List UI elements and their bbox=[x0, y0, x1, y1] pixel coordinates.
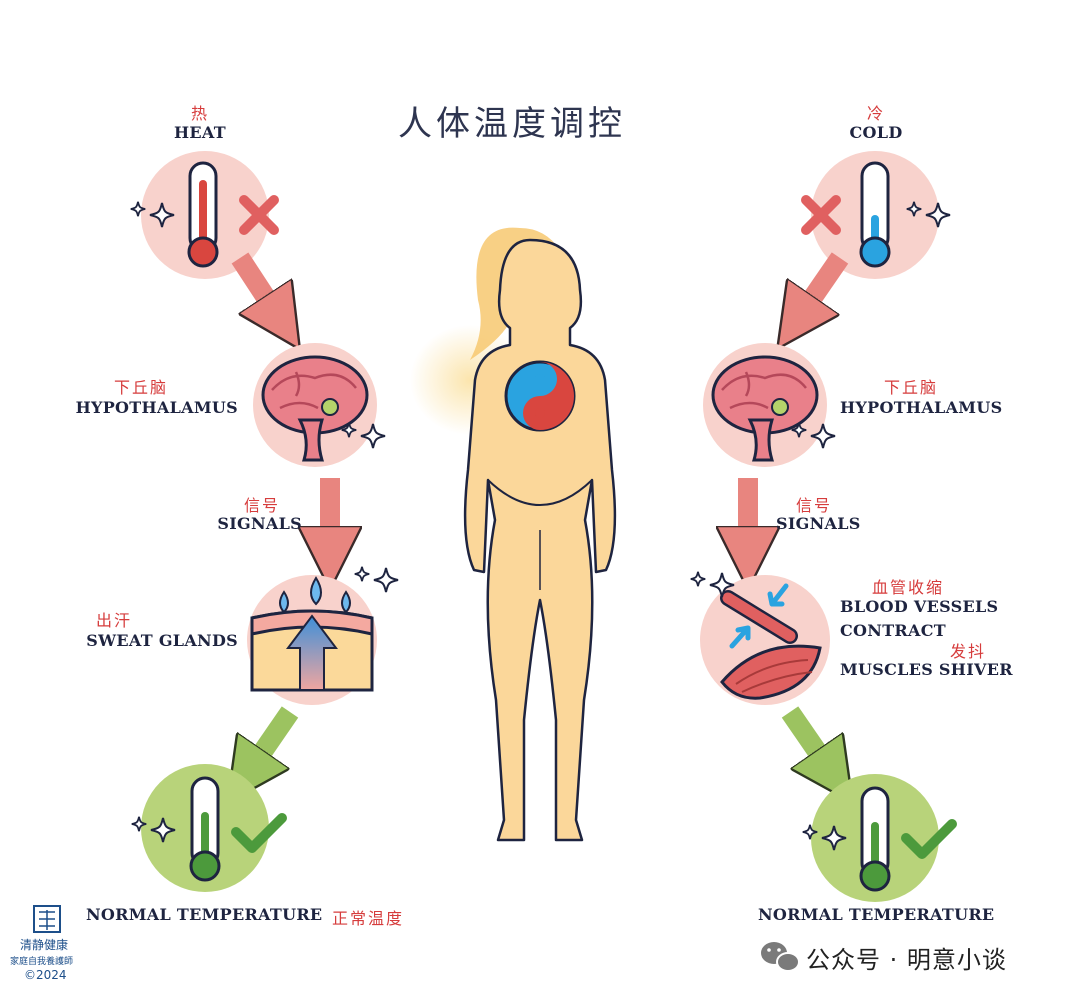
cold-label: COLD bbox=[849, 123, 903, 142]
shiver-label-zh: 发抖 bbox=[950, 642, 987, 661]
yin-yang-icon bbox=[504, 360, 576, 432]
seal-icon bbox=[33, 905, 61, 933]
check-icon bbox=[901, 819, 957, 859]
blood-vessel-icon bbox=[720, 583, 798, 649]
signals-label-right: SIGNALS bbox=[776, 514, 861, 533]
brain-icon bbox=[711, 355, 819, 462]
hypothalamus-label-zh-left: 下丘脑 bbox=[113, 378, 168, 397]
shiver-label: MUSCLES SHIVER bbox=[840, 660, 1013, 679]
arrow-cold-to-hypothalamus bbox=[800, 252, 849, 316]
page-title: 人体温度调控 bbox=[398, 104, 626, 144]
thermometer-icon bbox=[859, 161, 891, 268]
arrow-heat-to-hypothalamus bbox=[231, 252, 278, 316]
watermark-subtitle: 家庭自我養護師 bbox=[10, 957, 74, 967]
arrow-sweat-to-normal bbox=[250, 706, 299, 770]
muscle-icon bbox=[720, 644, 822, 700]
thermometer-icon bbox=[189, 776, 221, 882]
check-icon bbox=[231, 813, 287, 853]
cross-icon bbox=[239, 195, 279, 235]
sparkle-icon bbox=[353, 565, 400, 594]
normal-temperature-label-left: NORMAL TEMPERATURE bbox=[86, 905, 323, 924]
wechat-icon bbox=[761, 942, 800, 972]
heat-label: HEAT bbox=[174, 123, 226, 142]
watermark-year: ©2024 bbox=[24, 968, 67, 982]
signals-label-left: SIGNALS bbox=[217, 514, 302, 533]
cold-label-zh: 冷 bbox=[866, 104, 885, 123]
vessels-label-zh: 血管收缩 bbox=[872, 578, 945, 597]
footer-account: 公众号 · 明意小谈 bbox=[806, 946, 1007, 974]
hypothalamus-label-right: HYPOTHALAMUS bbox=[840, 398, 1003, 417]
sweat-label-zh: 出汗 bbox=[95, 611, 132, 630]
vessels-label-line2: CONTRACT bbox=[840, 621, 946, 640]
sweat-label: SWEAT GLANDS bbox=[86, 631, 238, 650]
thermometer-icon bbox=[859, 786, 891, 892]
brain-icon bbox=[261, 355, 369, 462]
arrow-vessels-to-normal bbox=[781, 706, 830, 770]
vessels-label-line1: BLOOD VESSELS bbox=[840, 597, 999, 616]
cross-icon bbox=[801, 195, 841, 235]
hypothalamus-label-left: HYPOTHALAMUS bbox=[75, 398, 238, 417]
sweat-gland-icon bbox=[250, 576, 374, 692]
watermark-name: 清静健康 bbox=[20, 938, 69, 952]
thermometer-icon bbox=[187, 161, 219, 268]
body-figure bbox=[410, 227, 617, 842]
normal-temperature-label-right: NORMAL TEMPERATURE bbox=[758, 905, 995, 924]
normal-temperature-label-zh: 正常温度 bbox=[332, 909, 405, 928]
hypothalamus-label-zh-right: 下丘脑 bbox=[884, 378, 939, 397]
heat-label-zh: 热 bbox=[190, 104, 209, 123]
signals-label-zh-right: 信号 bbox=[796, 496, 833, 515]
signals-label-zh-left: 信号 bbox=[243, 496, 280, 515]
